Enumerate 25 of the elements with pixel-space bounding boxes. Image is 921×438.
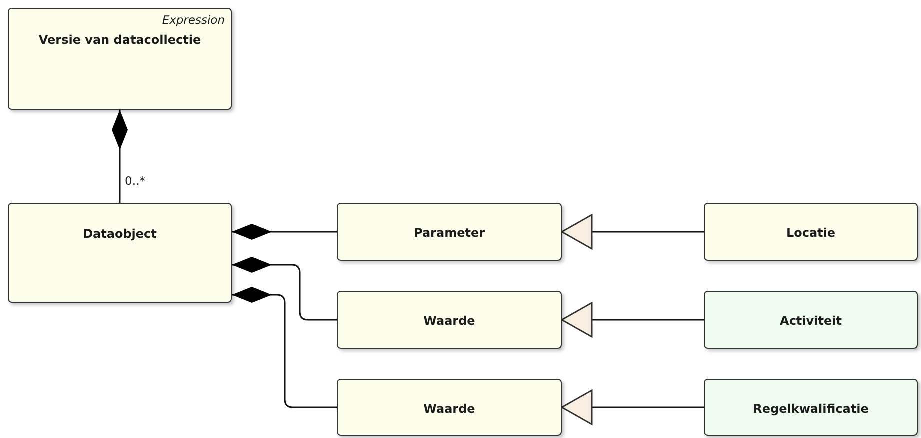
class-box [704,379,918,436]
generalization-arrow [561,214,704,250]
class-box [704,291,918,349]
class-box [337,203,562,261]
class-box [8,8,232,110]
generalization-arrow [561,302,704,338]
class-name: Regelkwalificatie [752,402,870,416]
composition-line [232,224,337,240]
class-name: Versie van datacollectie [38,33,202,47]
class-box [337,379,562,436]
class-name: Dataobject [82,227,158,241]
generalization-arrow [561,390,704,426]
class-box [8,203,232,303]
class-name: Locatie [785,226,837,240]
class-name: Waarde [422,314,476,328]
composition-line [112,110,128,203]
multiplicity-label: 0..* [124,174,146,188]
class-box [337,291,562,349]
class-name: Parameter [412,226,486,240]
class-name: Waarde [422,402,476,416]
composition-line [232,287,337,408]
stereotype-label: Expression [162,13,225,27]
composition-line [232,257,337,321]
class-box [704,203,918,261]
class-name: Activiteit [779,314,843,328]
